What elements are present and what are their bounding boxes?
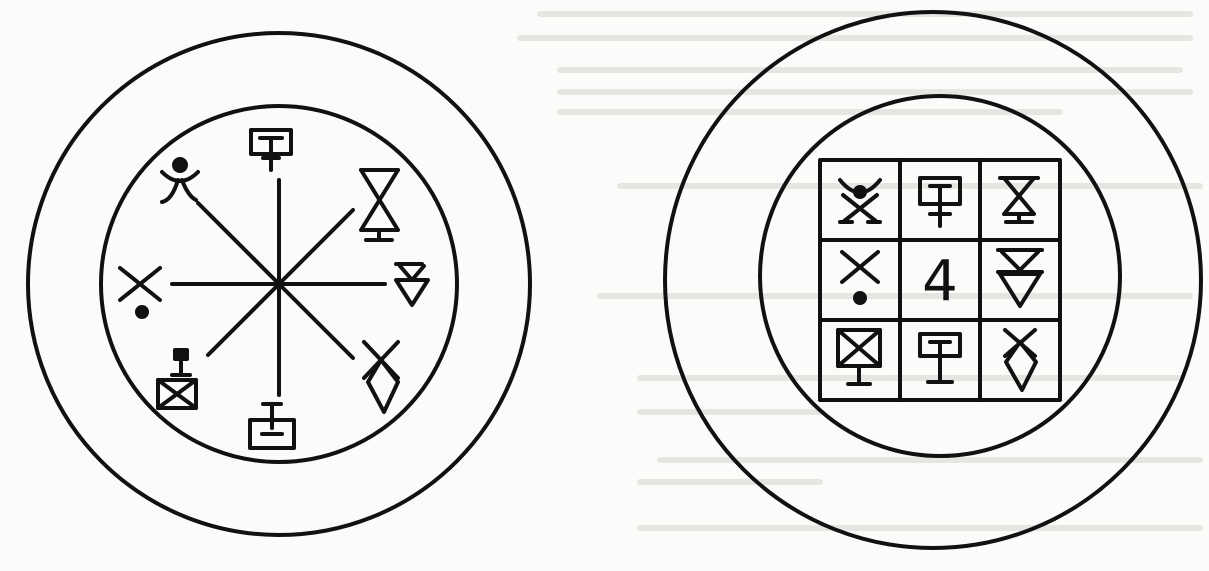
diamond-sigil-icon [1005,330,1036,390]
horned-sigil-icon [840,180,880,222]
left-seal [28,33,530,535]
lower-right-diamond-sigil-icon [364,342,398,412]
hourglass-sigil-icon [1000,178,1038,222]
left-spokes [172,180,385,395]
bottom-sigil-icon [250,404,294,448]
double-triangle-sigil-icon [998,250,1042,306]
box-stem-sigil-icon [920,178,960,226]
lower-left-box-sigil-icon [158,350,196,408]
cross-dot-sigil-icon [842,252,878,303]
center-symbol: 4 [922,249,958,314]
crossed-box-sigil-icon [838,330,880,384]
upper-right-hourglass-sigil-icon [361,170,398,240]
left-cross-dot-sigil-icon [120,268,160,317]
upper-left-horned-sigil-icon [162,159,198,202]
top-sigil-icon [251,130,291,170]
right-triangles-sigil-icon [396,264,428,305]
box-stem-sigil-icon [920,334,960,382]
